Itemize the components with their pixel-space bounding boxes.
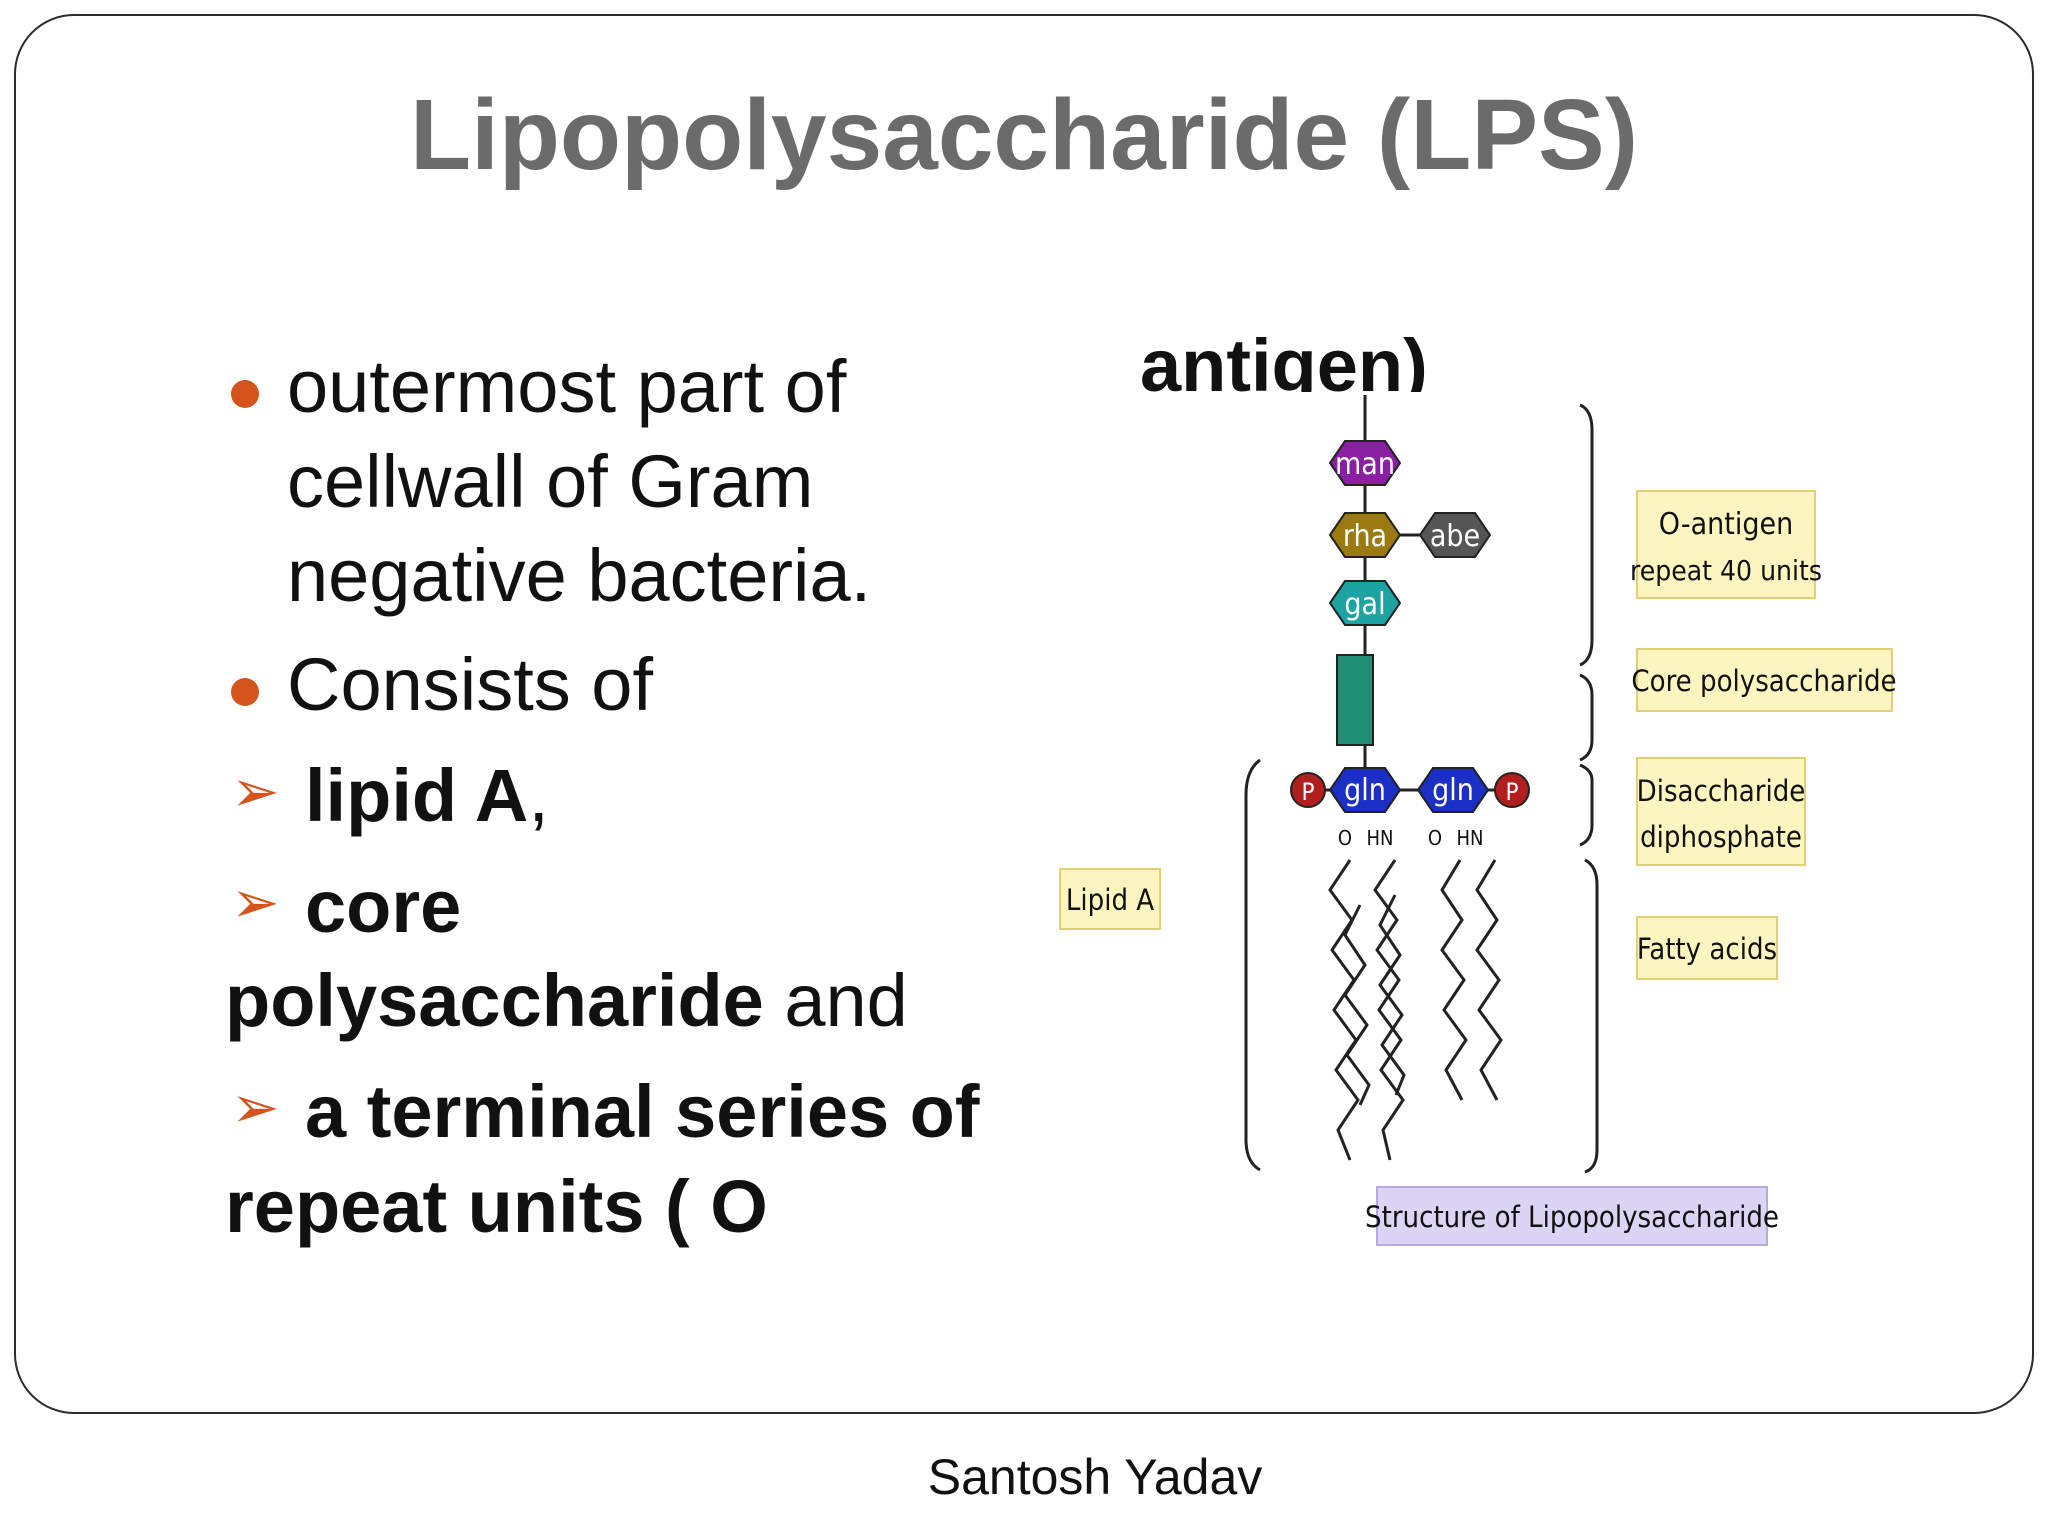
lipid-a-term: lipid A [305, 753, 529, 837]
linker-hn-right: HN [1457, 826, 1484, 850]
slide-frame [14, 14, 2034, 1414]
bullet-consists: Consists of [225, 638, 1095, 733]
arrow-bullet-icon: ➢ [231, 1075, 280, 1141]
lipid-a-label: Lipid A [1066, 883, 1154, 917]
core-polysaccharide-block [1336, 654, 1374, 746]
fatty-acids-label-box [1636, 916, 1778, 980]
bullet-list: outermost part of cellwall of Gram negat… [225, 340, 1095, 1254]
diagram-caption: Structure of Lipopolysaccharide [1365, 1200, 1779, 1234]
linker-hn-left: HN [1367, 826, 1394, 850]
diagram-caption-box [1376, 1186, 1768, 1246]
bullet-text-line: negative bacteria. [287, 534, 872, 618]
disaccharide-label: Disaccharide [1637, 774, 1806, 808]
bullet-text-line: Consists of [287, 643, 654, 727]
bullet-dot [231, 678, 259, 707]
bullet-text-line: outermost part of [287, 345, 847, 428]
arrow-bullet-icon: ➢ [231, 869, 280, 935]
bullet-text-line: cellwall of Gram [287, 439, 814, 523]
man-sugar-hexagon [1328, 440, 1402, 486]
phosphate-right-circle [1494, 772, 1530, 808]
o-antigen-label-box [1636, 490, 1816, 599]
core-term: core [305, 864, 462, 948]
repeat-units-line: repeat units ( O [225, 1164, 768, 1248]
o-antigen-label: O-antigen [1659, 507, 1793, 542]
gln-right-label: gln [1432, 773, 1474, 808]
diphosphate-label: diphosphate [1640, 820, 1802, 854]
core-label-box [1636, 648, 1893, 712]
disaccharide-label-box [1636, 757, 1806, 866]
abe-sugar-hexagon [1418, 512, 1492, 558]
bullet-outermost: outermost part of cellwall of Gram negat… [225, 340, 1095, 624]
slide-footer-author: Santosh Yadav [927, 1449, 1263, 1505]
sub-bullet-core: ➢ core polysaccharide and [225, 860, 1095, 1049]
lipid-a-label-box [1059, 868, 1161, 930]
sub-bullet-lipid-a: ➢ lipid A, [225, 749, 1095, 844]
linker-o-right: O [1428, 826, 1442, 850]
slide-title: Lipopolysaccharide (LPS) [409, 79, 1639, 191]
gln-left-label: gln [1344, 773, 1386, 808]
lipid-a-comma: , [528, 753, 549, 837]
gal-sugar-hexagon [1328, 580, 1402, 626]
man-label: man [1335, 447, 1395, 482]
arrow-bullet-icon: ➢ [231, 758, 280, 824]
rha-sugar-hexagon [1328, 512, 1402, 558]
gal-label: gal [1344, 587, 1385, 622]
structure-brackets [1244, 403, 1599, 1174]
repeat-units-label: repeat 40 units [1630, 554, 1822, 587]
sub-bullet-terminal-series: ➢ a terminal series of repeat units ( O [225, 1065, 1095, 1254]
gln-left-hexagon [1328, 767, 1402, 813]
linker-o-left: O [1338, 826, 1352, 850]
clipped-antigen-fragment: antigen) [1140, 324, 1428, 392]
phosphate-right-label: P [1505, 778, 1518, 806]
core-polysaccharide-label: Core polysaccharide [1631, 664, 1896, 698]
polysaccharide-term: polysaccharide [225, 959, 764, 1043]
bullet-dot [231, 380, 259, 408]
fatty-acids-label: Fatty acids [1637, 932, 1777, 966]
fatty-acid-chains [1328, 859, 1503, 1161]
rha-label: rha [1343, 519, 1387, 554]
terminal-series-line: a terminal series of [305, 1070, 980, 1154]
and-word: and [784, 959, 908, 1043]
phosphate-left-label: P [1301, 778, 1314, 806]
abe-label: abe [1430, 519, 1480, 554]
